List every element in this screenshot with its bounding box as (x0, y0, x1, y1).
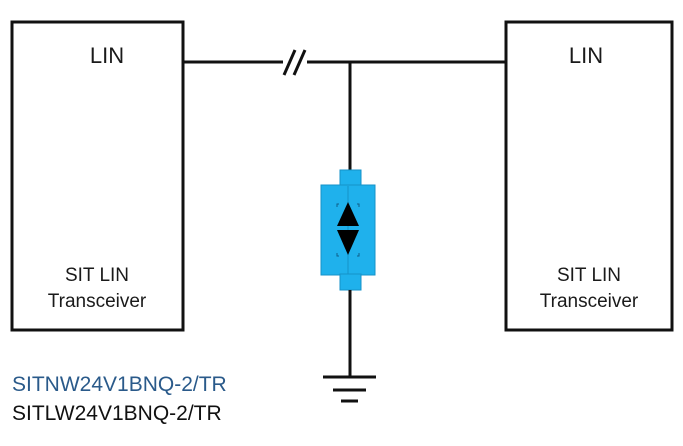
left-block-title-line1: SIT LIN (65, 265, 129, 286)
left-lin-pin-label: LIN (90, 43, 124, 68)
right-block-title-line1: SIT LIN (557, 265, 621, 286)
break-slash-1 (282, 49, 297, 76)
wire-break-icon (282, 49, 307, 76)
right-block-title-line2: Transceiver (540, 291, 639, 312)
left-block-outline (10, 20, 185, 332)
diode-triangle-down (337, 230, 359, 255)
diode-triangle-up (337, 202, 359, 226)
diode-top-terminal (339, 169, 362, 187)
break-slash-2 (292, 49, 307, 76)
part-number-2: SITLW24V1BNQ-2/TR (12, 402, 222, 425)
right-lin-pin-label: LIN (569, 43, 603, 68)
ground-icon (323, 375, 376, 403)
lin-bus-wire (183, 49, 506, 76)
right-transceiver-block: LIN SIT LIN Transceiver (504, 20, 674, 332)
right-block-outline (504, 20, 674, 332)
bidirectional-tvs-diode-icon (320, 169, 376, 291)
diode-bracket-bottom (336, 253, 360, 257)
left-block-title-line2: Transceiver (48, 291, 147, 312)
part-number-1: SITNW24V1BNQ-2/TR (12, 373, 227, 396)
diode-bottom-terminal (339, 273, 362, 291)
left-transceiver-block: LIN SIT LIN Transceiver (10, 20, 185, 332)
diode-bracket-top (336, 203, 360, 207)
